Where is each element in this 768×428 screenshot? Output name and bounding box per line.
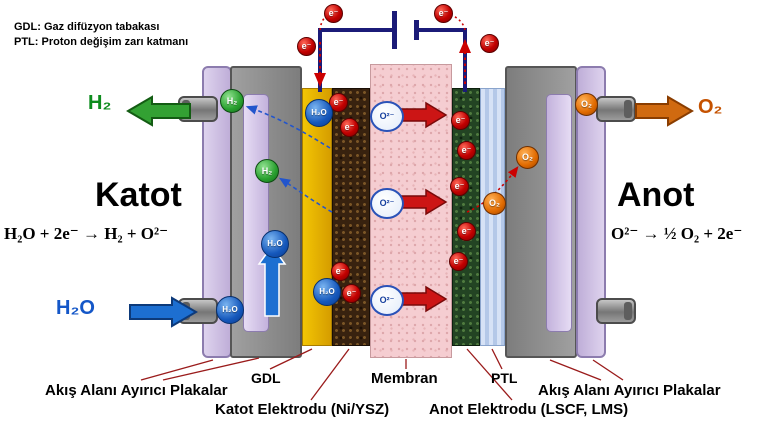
electron-particle: e⁻ <box>457 141 476 160</box>
oxygen-molecule: O₂ <box>516 146 539 169</box>
ptl-label: PTL <box>491 370 518 386</box>
hydrogen-stream-label: H₂ <box>88 92 112 114</box>
electron-particle: e⁻ <box>434 4 453 23</box>
oxygen-stream-label: O₂ <box>698 96 723 118</box>
water-molecule: H₂O <box>305 99 333 127</box>
electron-particle: e⁻ <box>450 177 469 196</box>
water-molecule: H₂O <box>216 296 244 324</box>
oxygen-outlet-pipe <box>596 96 636 122</box>
membrane-label: Membran <box>371 370 438 387</box>
anode-reaction: O²⁻ → ½ O₂ + 2e⁻ <box>611 224 743 243</box>
battery-long-plate <box>392 11 397 49</box>
anode-title: Anot <box>617 176 695 214</box>
hydrogen-molecule: H₂ <box>220 89 244 113</box>
legend-gdl-definition: GDL: Gaz difüzyon tabakası <box>14 21 160 33</box>
electron-particle: e⁻ <box>480 34 499 53</box>
electron-particle: e⁻ <box>329 93 348 112</box>
left-flow-channel <box>243 94 269 332</box>
cathode-reaction: H₂O + 2e⁻ → H₂ + O²⁻ <box>4 224 169 243</box>
oxide-ion: O²⁻ <box>370 188 404 219</box>
cathode-title: Katot <box>95 176 182 214</box>
right-flow-channel <box>546 94 572 332</box>
oxygen-molecule: O₂ <box>575 93 598 116</box>
battery-short-plate <box>414 20 419 40</box>
separator-left-label: Akış Alanı Ayırıcı Plakalar <box>45 382 228 399</box>
water-molecule: H₂O <box>261 230 289 258</box>
oxygen-molecule: O₂ <box>483 192 506 215</box>
water-molecule: H₂O <box>313 278 341 306</box>
separator-right-label: Akış Alanı Ayırıcı Plakalar <box>538 382 721 399</box>
electron-particle: e⁻ <box>297 37 316 56</box>
electron-particle: e⁻ <box>331 262 350 281</box>
pipe-end-cap <box>624 302 632 320</box>
pipe-end-cap <box>624 100 632 118</box>
electron-particle: e⁻ <box>342 284 361 303</box>
ptl-layer <box>480 88 505 346</box>
gdl-label: GDL <box>251 370 281 386</box>
legend-ptl-definition: PTL: Proton değişim zarı katmanı <box>14 36 189 48</box>
oxide-ion: O²⁻ <box>370 285 404 316</box>
oxygen-out-arrow <box>635 95 694 127</box>
water-stream-label: H₂O <box>56 297 95 319</box>
hydrogen-molecule: H₂ <box>255 159 279 183</box>
electron-particle: e⁻ <box>457 222 476 241</box>
legend: GDL: Gaz difüzyon tabakası PTL: Proton d… <box>14 20 188 50</box>
anode-electrode-layer <box>452 88 480 346</box>
water-inlet-pipe <box>178 298 218 324</box>
electron-particle: e⁻ <box>449 252 468 271</box>
hydrogen-outlet-pipe <box>178 96 218 122</box>
electron-particle: e⁻ <box>340 118 359 137</box>
oxide-ion: O²⁻ <box>370 101 404 132</box>
pipe-end-cap <box>182 302 190 320</box>
electron-particle: e⁻ <box>451 111 470 130</box>
pipe-end-cap <box>182 100 190 118</box>
electron-particle: e⁻ <box>324 4 343 23</box>
anode-electrode-label: Anot Elektrodu (LSCF, LMS) <box>429 401 629 418</box>
right-bottom-pipe <box>596 298 636 324</box>
cathode-electrode-label: Katot Elektrodu (Ni/YSZ) <box>215 401 390 418</box>
